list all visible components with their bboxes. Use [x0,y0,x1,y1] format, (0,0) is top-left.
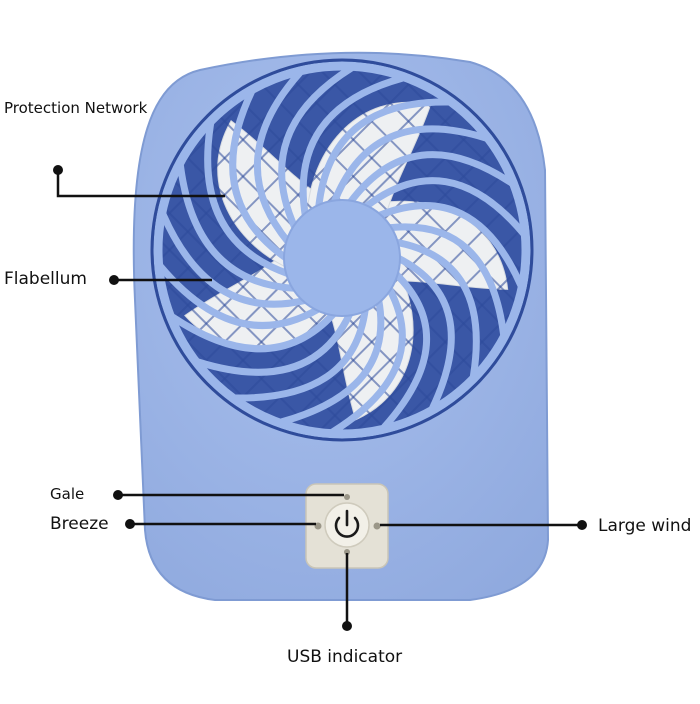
label-usb-indicator: USB indicator [287,649,402,666]
led-gale [344,494,350,500]
label-large-wind: Large wind [598,518,691,535]
label-flabellum: Flabellum [4,271,87,288]
fan-hub [284,200,400,316]
label-breeze: Breeze [50,516,109,533]
power-button[interactable] [325,503,369,547]
led-large-wind [374,523,381,530]
label-gale: Gale [50,487,84,502]
label-protection-network: Protection Network [4,101,147,116]
